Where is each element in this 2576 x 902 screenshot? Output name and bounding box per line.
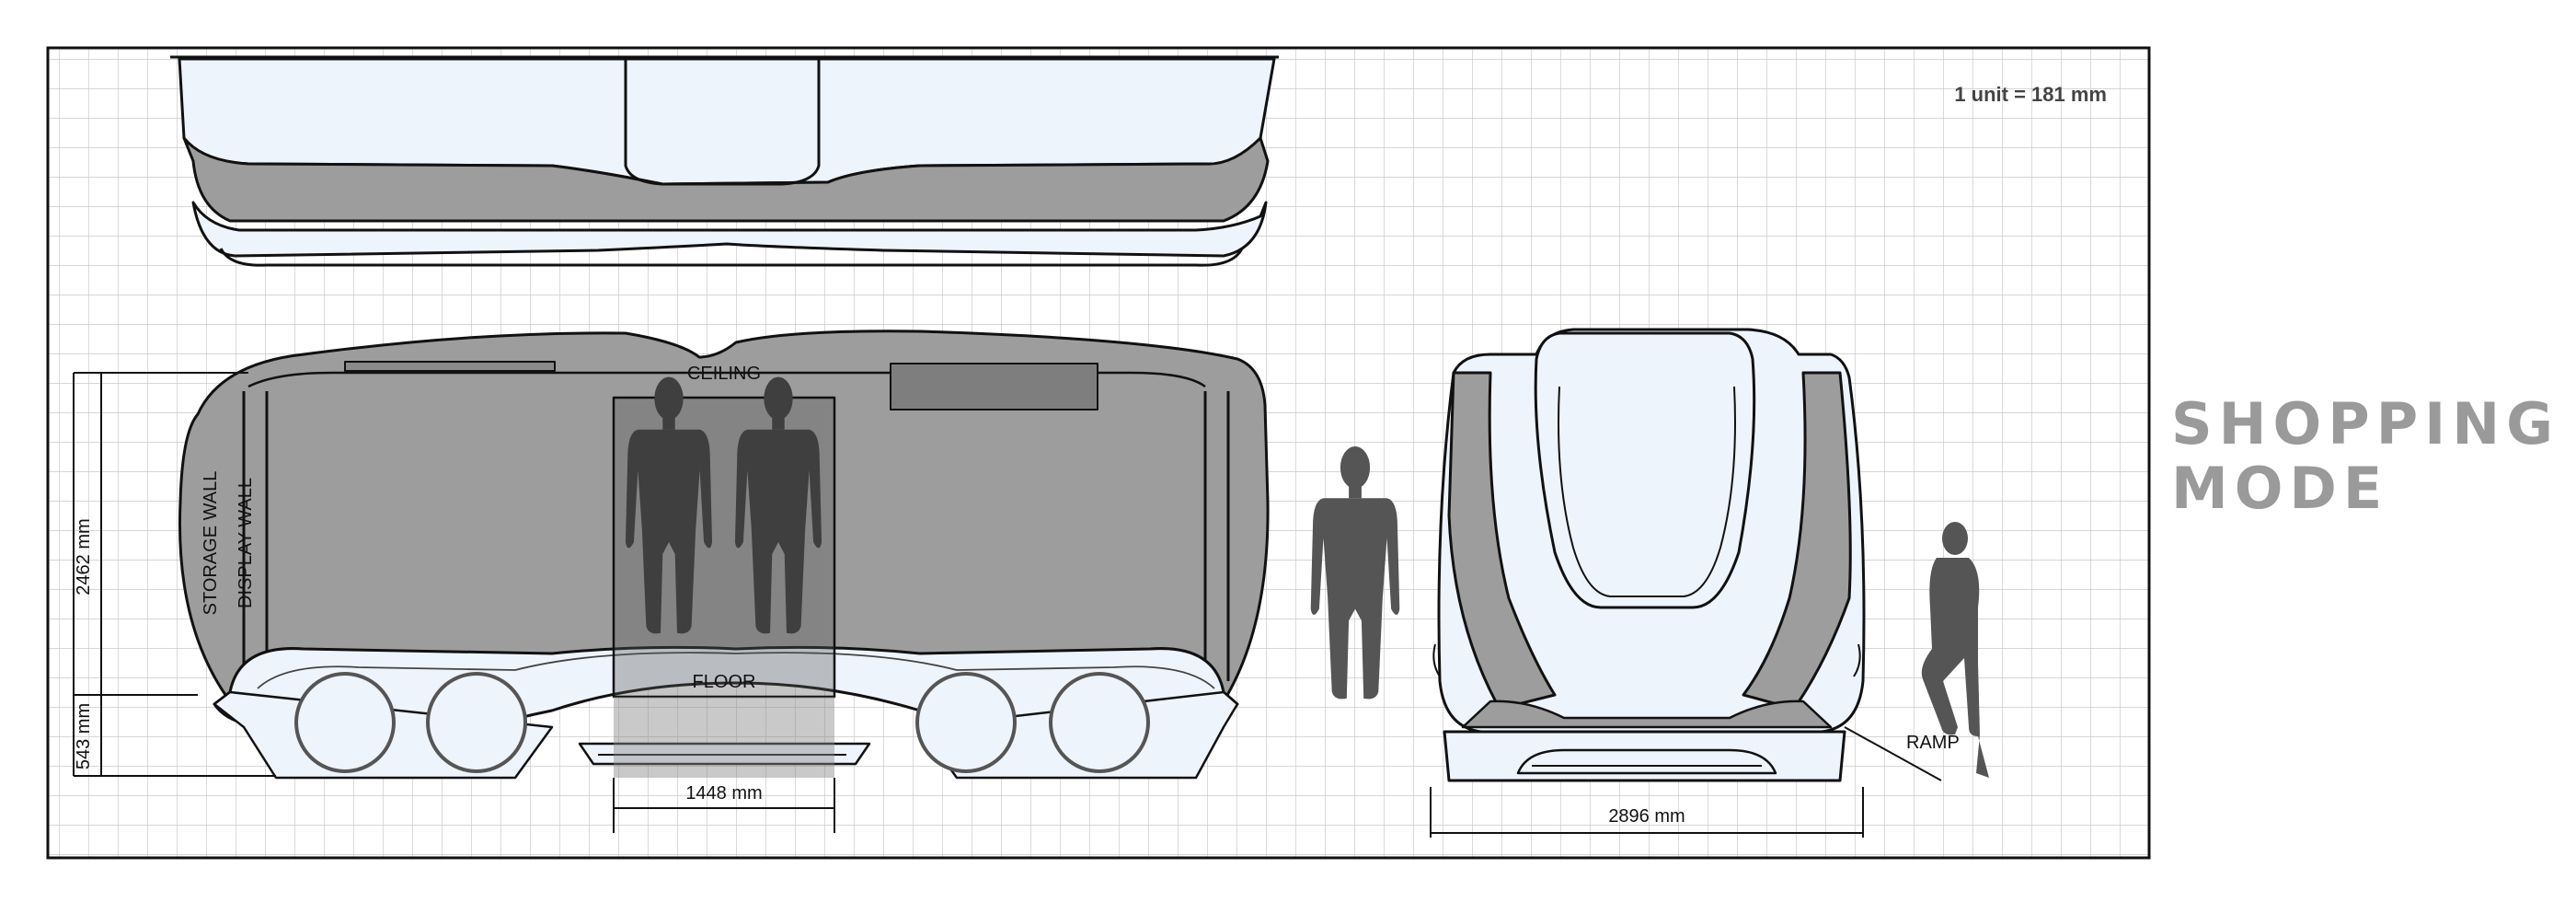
mode-title-line1: SHOPPING (2171, 390, 2559, 457)
mode-title-line2: MODE (2171, 455, 2388, 522)
interior-height-dimension: 2462 mm (74, 518, 94, 595)
vehicle-width-dimension: 2896 mm (1608, 806, 1685, 827)
vehicle-width-dimension-lines (1430, 787, 1864, 838)
door-width-dimension-lines (613, 778, 835, 833)
height-dimension (73, 372, 276, 777)
top-view (170, 55, 1279, 267)
display-wall-label: DISPLAY WALL (236, 478, 256, 608)
ceiling-label: CEILING (687, 364, 761, 384)
ramp-line (1844, 726, 1942, 781)
walking-person-icon (1921, 522, 1989, 778)
storage-wall-label: STORAGE WALL (201, 471, 221, 616)
ramp-label: RAMP (1906, 733, 1960, 753)
floor-height-dimension: 543 mm (74, 703, 94, 769)
side-section-view (178, 330, 1270, 780)
scale-note: 1 unit = 181 mm (1954, 83, 2107, 106)
front-view (1432, 328, 1866, 782)
floor-label: FLOOR (693, 672, 756, 692)
door-width-dimension: 1448 mm (685, 783, 762, 804)
